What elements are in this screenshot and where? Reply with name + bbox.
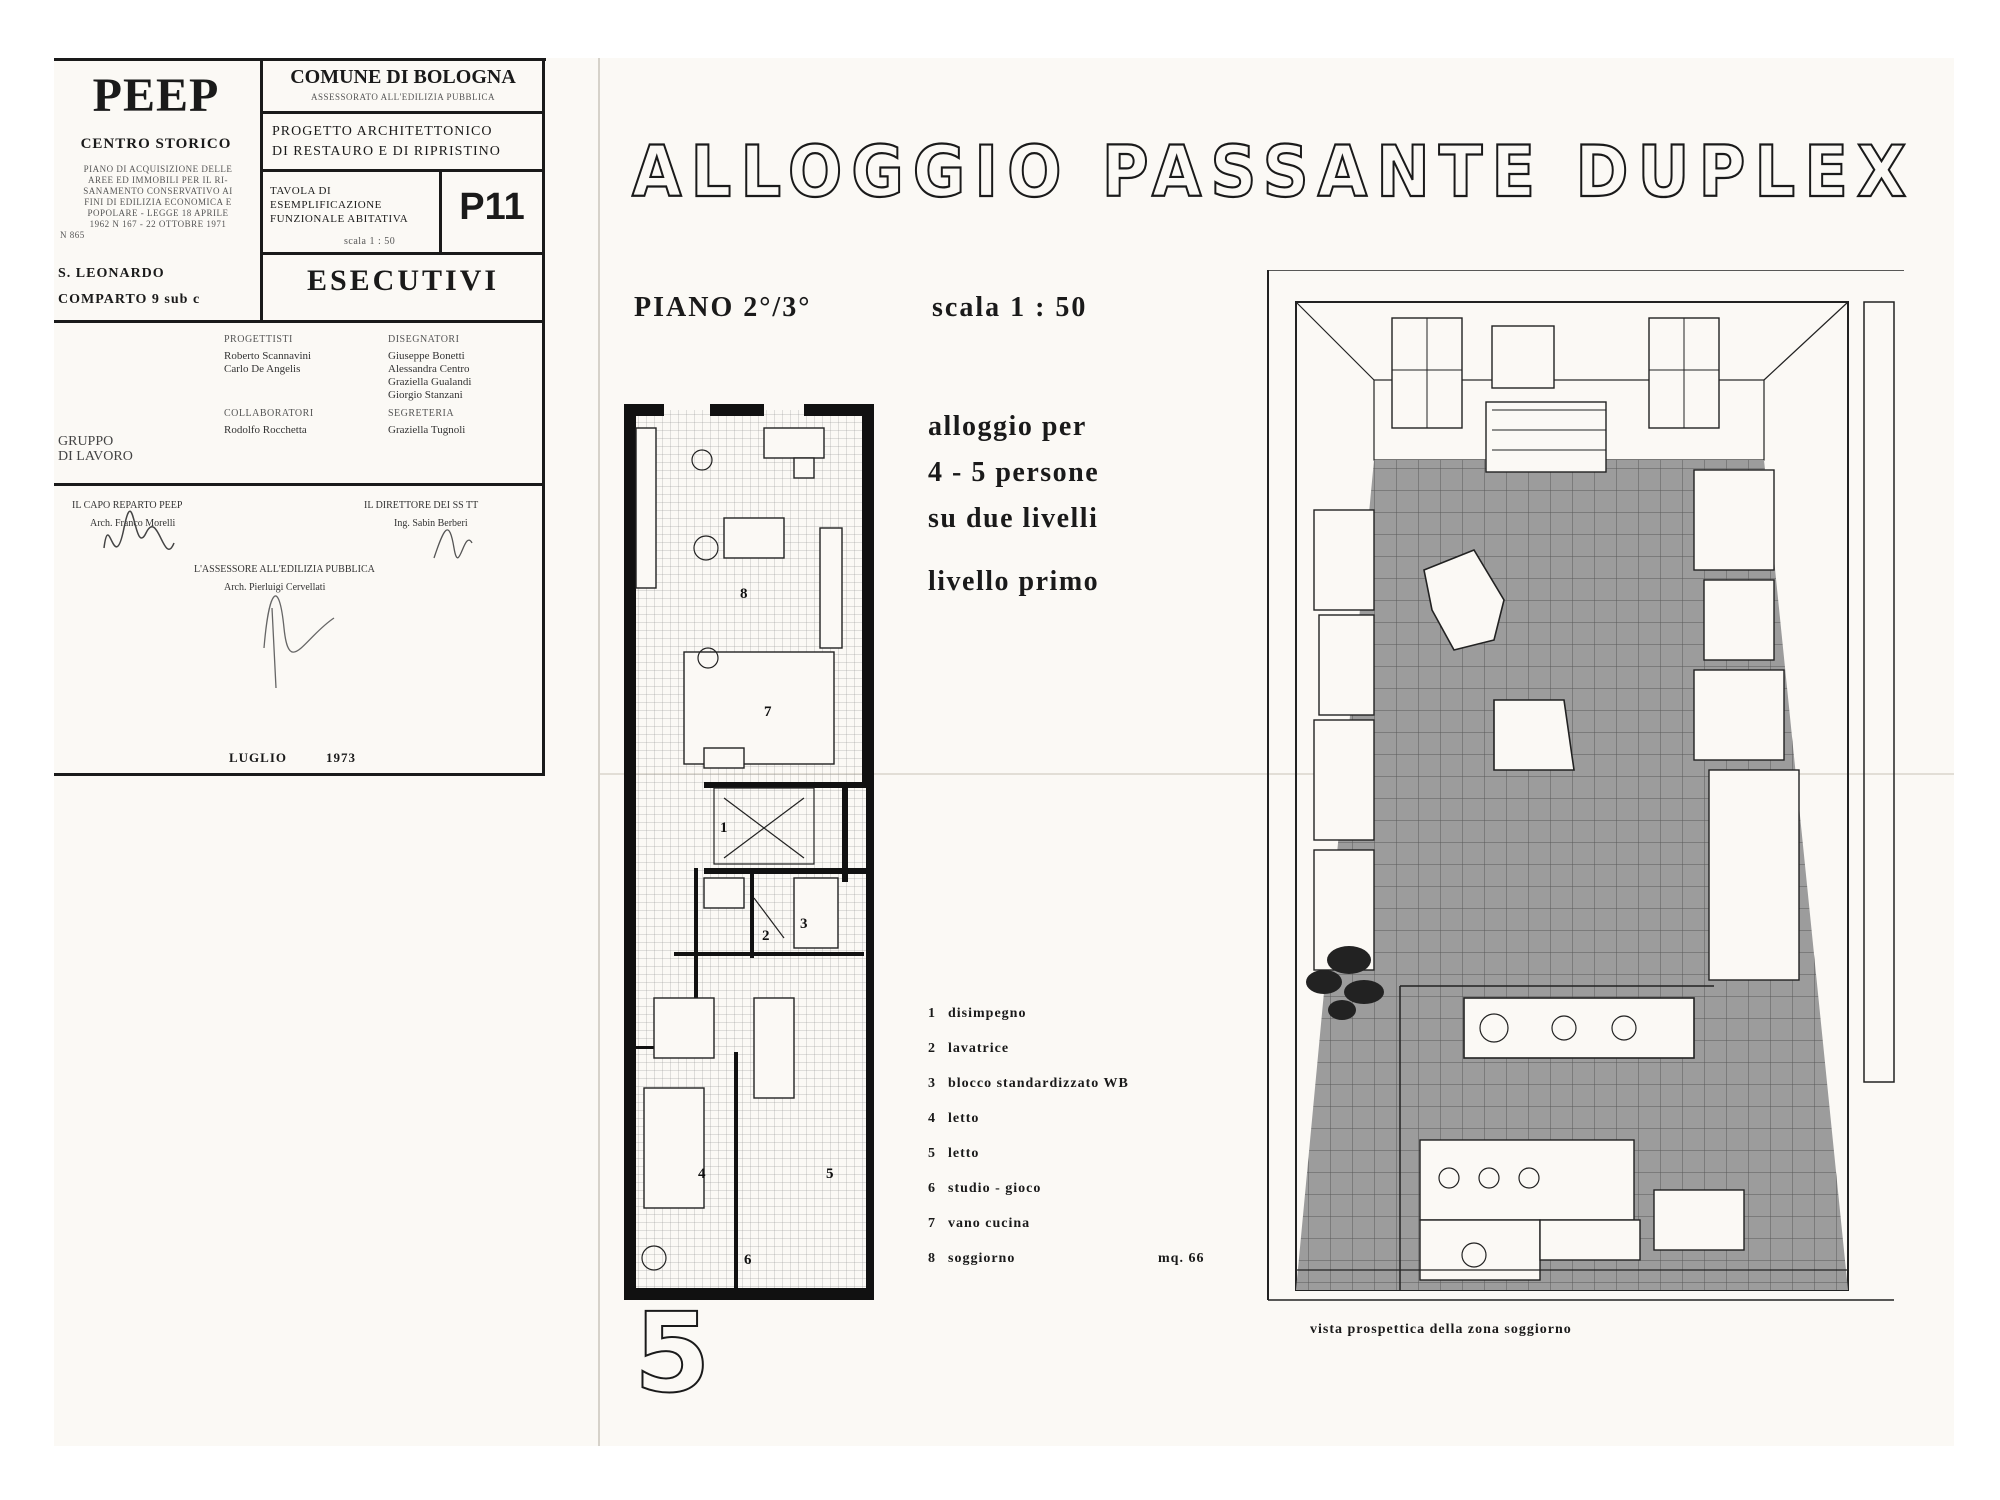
peep-heading: PEEP <box>92 69 220 122</box>
progettisti-label: PROGETTISTI <box>224 334 293 345</box>
location-name: S. LEONARDO <box>58 266 165 281</box>
comune-heading: COMUNE DI BOLOGNA <box>290 66 516 88</box>
plan-label: 5 <box>826 1166 834 1182</box>
plan-label: 4 <box>698 1166 706 1182</box>
disegnatori-names: Giuseppe Bonetti Alessandra Centro Grazi… <box>388 350 472 401</box>
floor-plan: 8 7 1 2 3 4 5 6 <box>624 404 874 1300</box>
gruppo-label: GRUPPO DI LAVORO <box>58 434 133 464</box>
esecutivi-heading: ESECUTIVI <box>306 264 500 297</box>
comparto-text: COMPARTO 9 sub c <box>58 292 201 307</box>
tavola-text: TAVOLA DI ESEMPLIFICAZIONE FUNZIONALE AB… <box>270 185 409 225</box>
description: alloggio per 4 - 5 persone su due livell… <box>928 411 1100 534</box>
fold-line-horizontal <box>600 773 1954 775</box>
progetto-text: PROGETTO ARCHITETTONICO DI RESTAURO E DI… <box>272 124 501 159</box>
sheet-number: 5 <box>633 1289 712 1417</box>
plan-label: 7 <box>764 704 772 720</box>
capo-reparto-label: IL CAPO REPARTO PEEP <box>72 500 183 511</box>
sheet-code: P11 <box>459 186 525 228</box>
signatures <box>103 510 473 689</box>
drawing-sheet: PEEP CENTRO STORICO PIANO DI ACQUISIZION… <box>54 58 1954 1446</box>
date-month: LUGLIO <box>229 750 288 765</box>
tavola-scale: scala 1 : 50 <box>344 236 396 247</box>
direttore-name: Ing. Sabin Berberi <box>394 518 468 529</box>
progettisti-names: Roberto Scannavini Carlo De Angelis <box>224 350 312 375</box>
perspective-drawing <box>1267 270 1904 1301</box>
plan-label: 2 <box>762 928 770 944</box>
piano-label: PIANO 2°/3° <box>634 292 812 323</box>
assessorato-text: ASSESSORATO ALL'EDILIZIA PUBBLICA <box>311 92 495 102</box>
perspective-caption: vista prospettica della zona soggiorno <box>1310 1322 1572 1337</box>
disegnatori-label: DISEGNATORI <box>388 334 460 345</box>
drawing-title: ALLOGGIO PASSANTE DUPLEX <box>631 131 1916 215</box>
segreteria-names: Graziella Tugnoli <box>388 424 466 436</box>
assessore-name: Arch. Pierluigi Cervellati <box>224 582 326 593</box>
collaboratori-label: COLLABORATORI <box>224 408 314 419</box>
plan-label: 3 <box>800 916 808 932</box>
plan-label: 6 <box>744 1252 752 1268</box>
capo-reparto-name: Arch. Franco Morelli <box>90 518 176 529</box>
scale-label: scala 1 : 50 <box>932 292 1088 323</box>
collaboratori-names: Rodolfo Rocchetta <box>224 424 307 436</box>
plan-label: 1 <box>720 820 728 836</box>
segreteria-label: SEGRETERIA <box>388 408 455 419</box>
livello-label: livello primo <box>928 566 1100 597</box>
centro-storico: CENTRO STORICO <box>80 136 232 152</box>
plan-label: 8 <box>740 586 748 602</box>
assessore-label: L'ASSESSORE ALL'EDILIZIA PUBBLICA <box>194 564 375 575</box>
direttore-label: IL DIRETTORE DEI SS TT <box>364 500 479 511</box>
area-label: mq. 66 <box>1158 1251 1205 1266</box>
fold-line-vertical <box>598 58 600 1446</box>
date-year: 1973 <box>326 750 356 765</box>
piano-acquisizione-text: PIANO DI ACQUISIZIONE DELLE AREE ED IMMO… <box>60 164 233 240</box>
